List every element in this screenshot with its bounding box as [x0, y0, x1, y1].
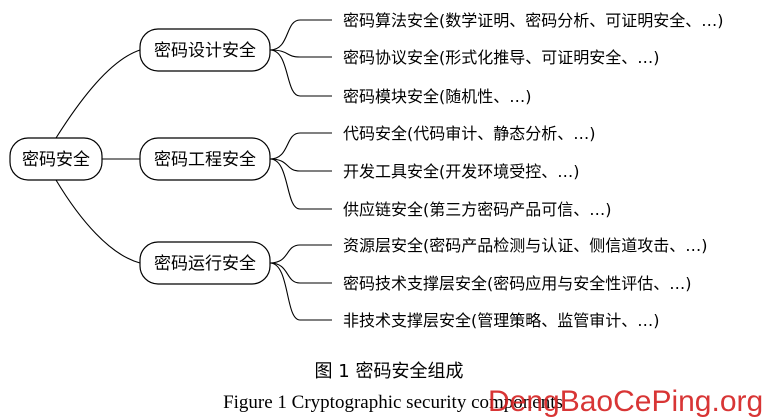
edge — [269, 19, 332, 51]
edge — [269, 158, 332, 172]
caption-cn: 图 1 密码安全组成 — [315, 361, 464, 382]
leaf-text: 密码模块安全(随机性、…) — [343, 87, 532, 106]
branch-design: 密码设计安全 — [139, 28, 271, 72]
root-label: 密码安全 — [22, 150, 90, 170]
root-node: 密码安全 — [9, 137, 103, 181]
leaf-text: 代码安全(代码审计、静态分析、…) — [343, 124, 596, 143]
edge — [55, 49, 141, 139]
branch-operation: 密码运行安全 — [139, 241, 271, 285]
leaf-text: 密码技术支撑层安全(密码应用与安全性评估、…) — [343, 274, 692, 293]
edge — [269, 262, 332, 284]
leaf-text: 非技术支撑层安全(管理策略、监管审计、…) — [343, 311, 660, 330]
leaf-text: 开发工具安全(开发环境受控、…) — [343, 162, 580, 181]
edge — [269, 132, 332, 160]
branch-label: 密码工程安全 — [154, 150, 256, 170]
edges — [55, 19, 332, 321]
edge — [269, 244, 332, 264]
edge — [269, 262, 332, 321]
leaf-text: 供应链安全(第三方密码产品可信、…) — [343, 200, 612, 219]
edge — [55, 179, 141, 264]
watermark: DengBaoCePing.org — [488, 385, 763, 418]
leaf-text: 密码协议安全(形式化推导、可证明安全、…) — [343, 48, 660, 67]
edge — [269, 49, 332, 58]
branch-label: 密码设计安全 — [154, 41, 256, 61]
caption-en: Figure 1 Cryptographic security componen… — [223, 392, 563, 413]
edge — [269, 158, 332, 210]
edge — [269, 49, 332, 97]
branch-label: 密码运行安全 — [154, 254, 256, 274]
leaf-text: 资源层安全(密码产品检测与认证、侧信道攻击、…) — [343, 236, 708, 255]
leaf-text: 密码算法安全(数学证明、密码分析、可证明安全、…) — [343, 11, 724, 30]
branch-engineering: 密码工程安全 — [139, 137, 271, 181]
